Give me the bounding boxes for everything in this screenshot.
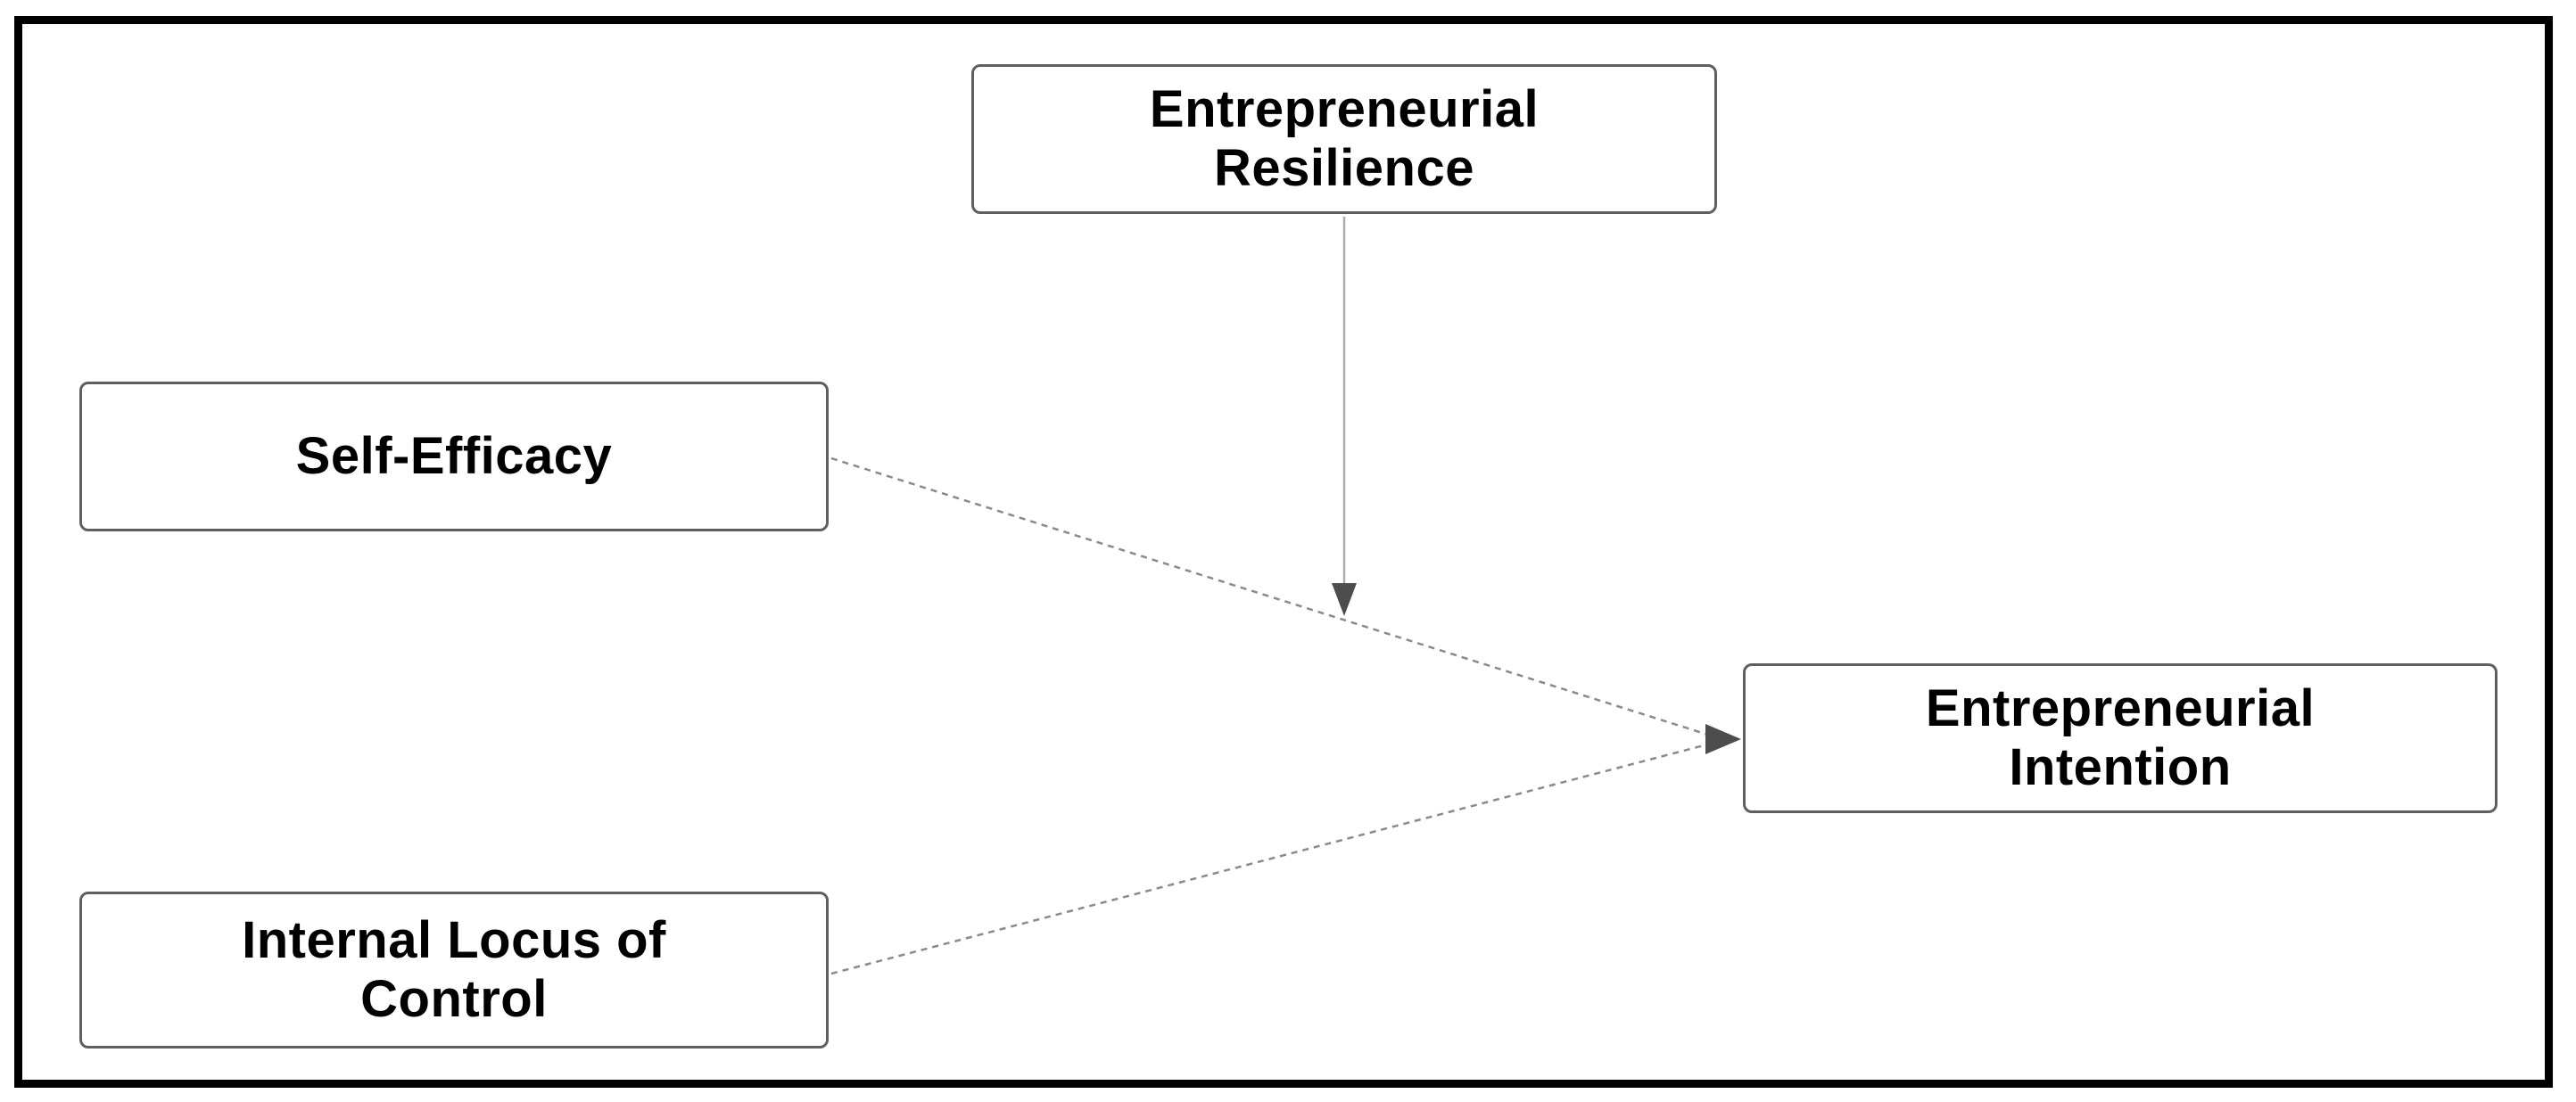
node-entrepreneurial-intention: Entrepreneurial Intention [1743,663,2498,813]
arrowhead-moderator-icon [1332,583,1357,616]
node-entrepreneurial-intention-label: Entrepreneurial Intention [1925,678,2316,796]
node-internal-locus-of-control-label: Internal Locus of Control [242,910,666,1028]
node-entrepreneurial-resilience: Entrepreneurial Resilience [971,64,1717,214]
arrowhead-into-entrepreneurial-intention-icon [1705,724,1741,754]
edge-self-efficacy-to-entrepreneurial-intention [830,456,1712,737]
node-internal-locus-of-control: Internal Locus of Control [79,892,829,1049]
node-entrepreneurial-resilience-label: Entrepreneurial Resilience [1149,79,1540,197]
node-self-efficacy-label: Self-Efficacy [295,426,613,485]
node-self-efficacy: Self-Efficacy [79,382,829,531]
edge-internal-locus-to-entrepreneurial-intention [830,742,1712,975]
